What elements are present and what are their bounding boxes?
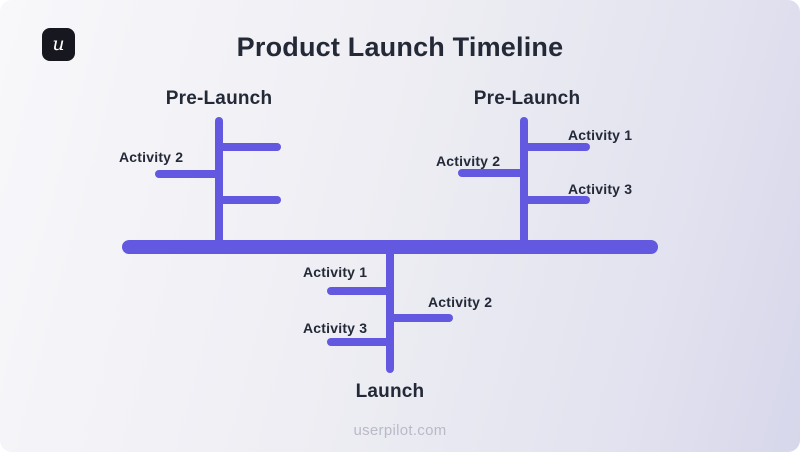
activity-tick xyxy=(155,170,219,178)
branch-heading: Pre-Launch xyxy=(165,88,273,109)
activity-tick xyxy=(458,169,524,177)
branch-heading: Launch xyxy=(355,381,425,402)
branch-stem xyxy=(215,117,223,241)
branch-stem xyxy=(386,253,394,373)
activity-label: Activity 1 xyxy=(568,127,633,143)
activity-tick xyxy=(524,196,590,204)
branch-heading: Pre-Launch xyxy=(473,88,581,109)
branch-stem xyxy=(520,117,528,241)
userpilot-logo-letter: u xyxy=(52,33,65,55)
page-title: Product Launch Timeline xyxy=(236,32,564,62)
activity-tick xyxy=(219,196,281,204)
activity-label: Activity 2 xyxy=(436,153,501,169)
timeline-bar xyxy=(122,240,658,254)
activity-tick xyxy=(327,287,390,295)
activity-label: Activity 3 xyxy=(303,320,368,336)
activity-tick xyxy=(390,314,453,322)
activity-tick xyxy=(219,143,281,151)
activity-label: Activity 3 xyxy=(568,181,633,197)
userpilot-logo: u xyxy=(42,28,75,61)
footer-url: userpilot.com xyxy=(353,422,447,439)
activity-label: Activity 1 xyxy=(303,264,368,280)
activity-label: Activity 2 xyxy=(119,149,184,165)
activity-tick xyxy=(524,143,590,151)
activity-tick xyxy=(327,338,390,346)
activity-label: Activity 2 xyxy=(428,294,493,310)
